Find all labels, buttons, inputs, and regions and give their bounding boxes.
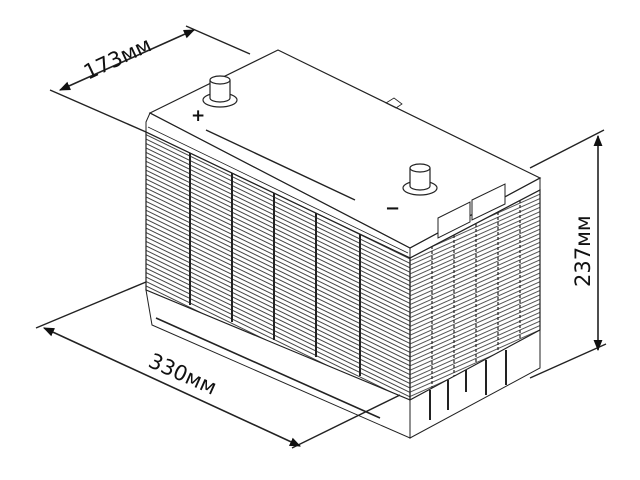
negative-symbol: −: [385, 198, 400, 219]
battery-side-face: [409, 183, 541, 439]
height-dimension: 237мм: [529, 129, 607, 379]
depth-label: 173мм: [80, 32, 155, 84]
negative-terminal: [402, 163, 438, 196]
height-label: 237мм: [571, 215, 595, 287]
positive-symbol: +: [191, 106, 205, 126]
battery-front-face: [145, 131, 411, 439]
positive-terminal: [202, 75, 238, 108]
